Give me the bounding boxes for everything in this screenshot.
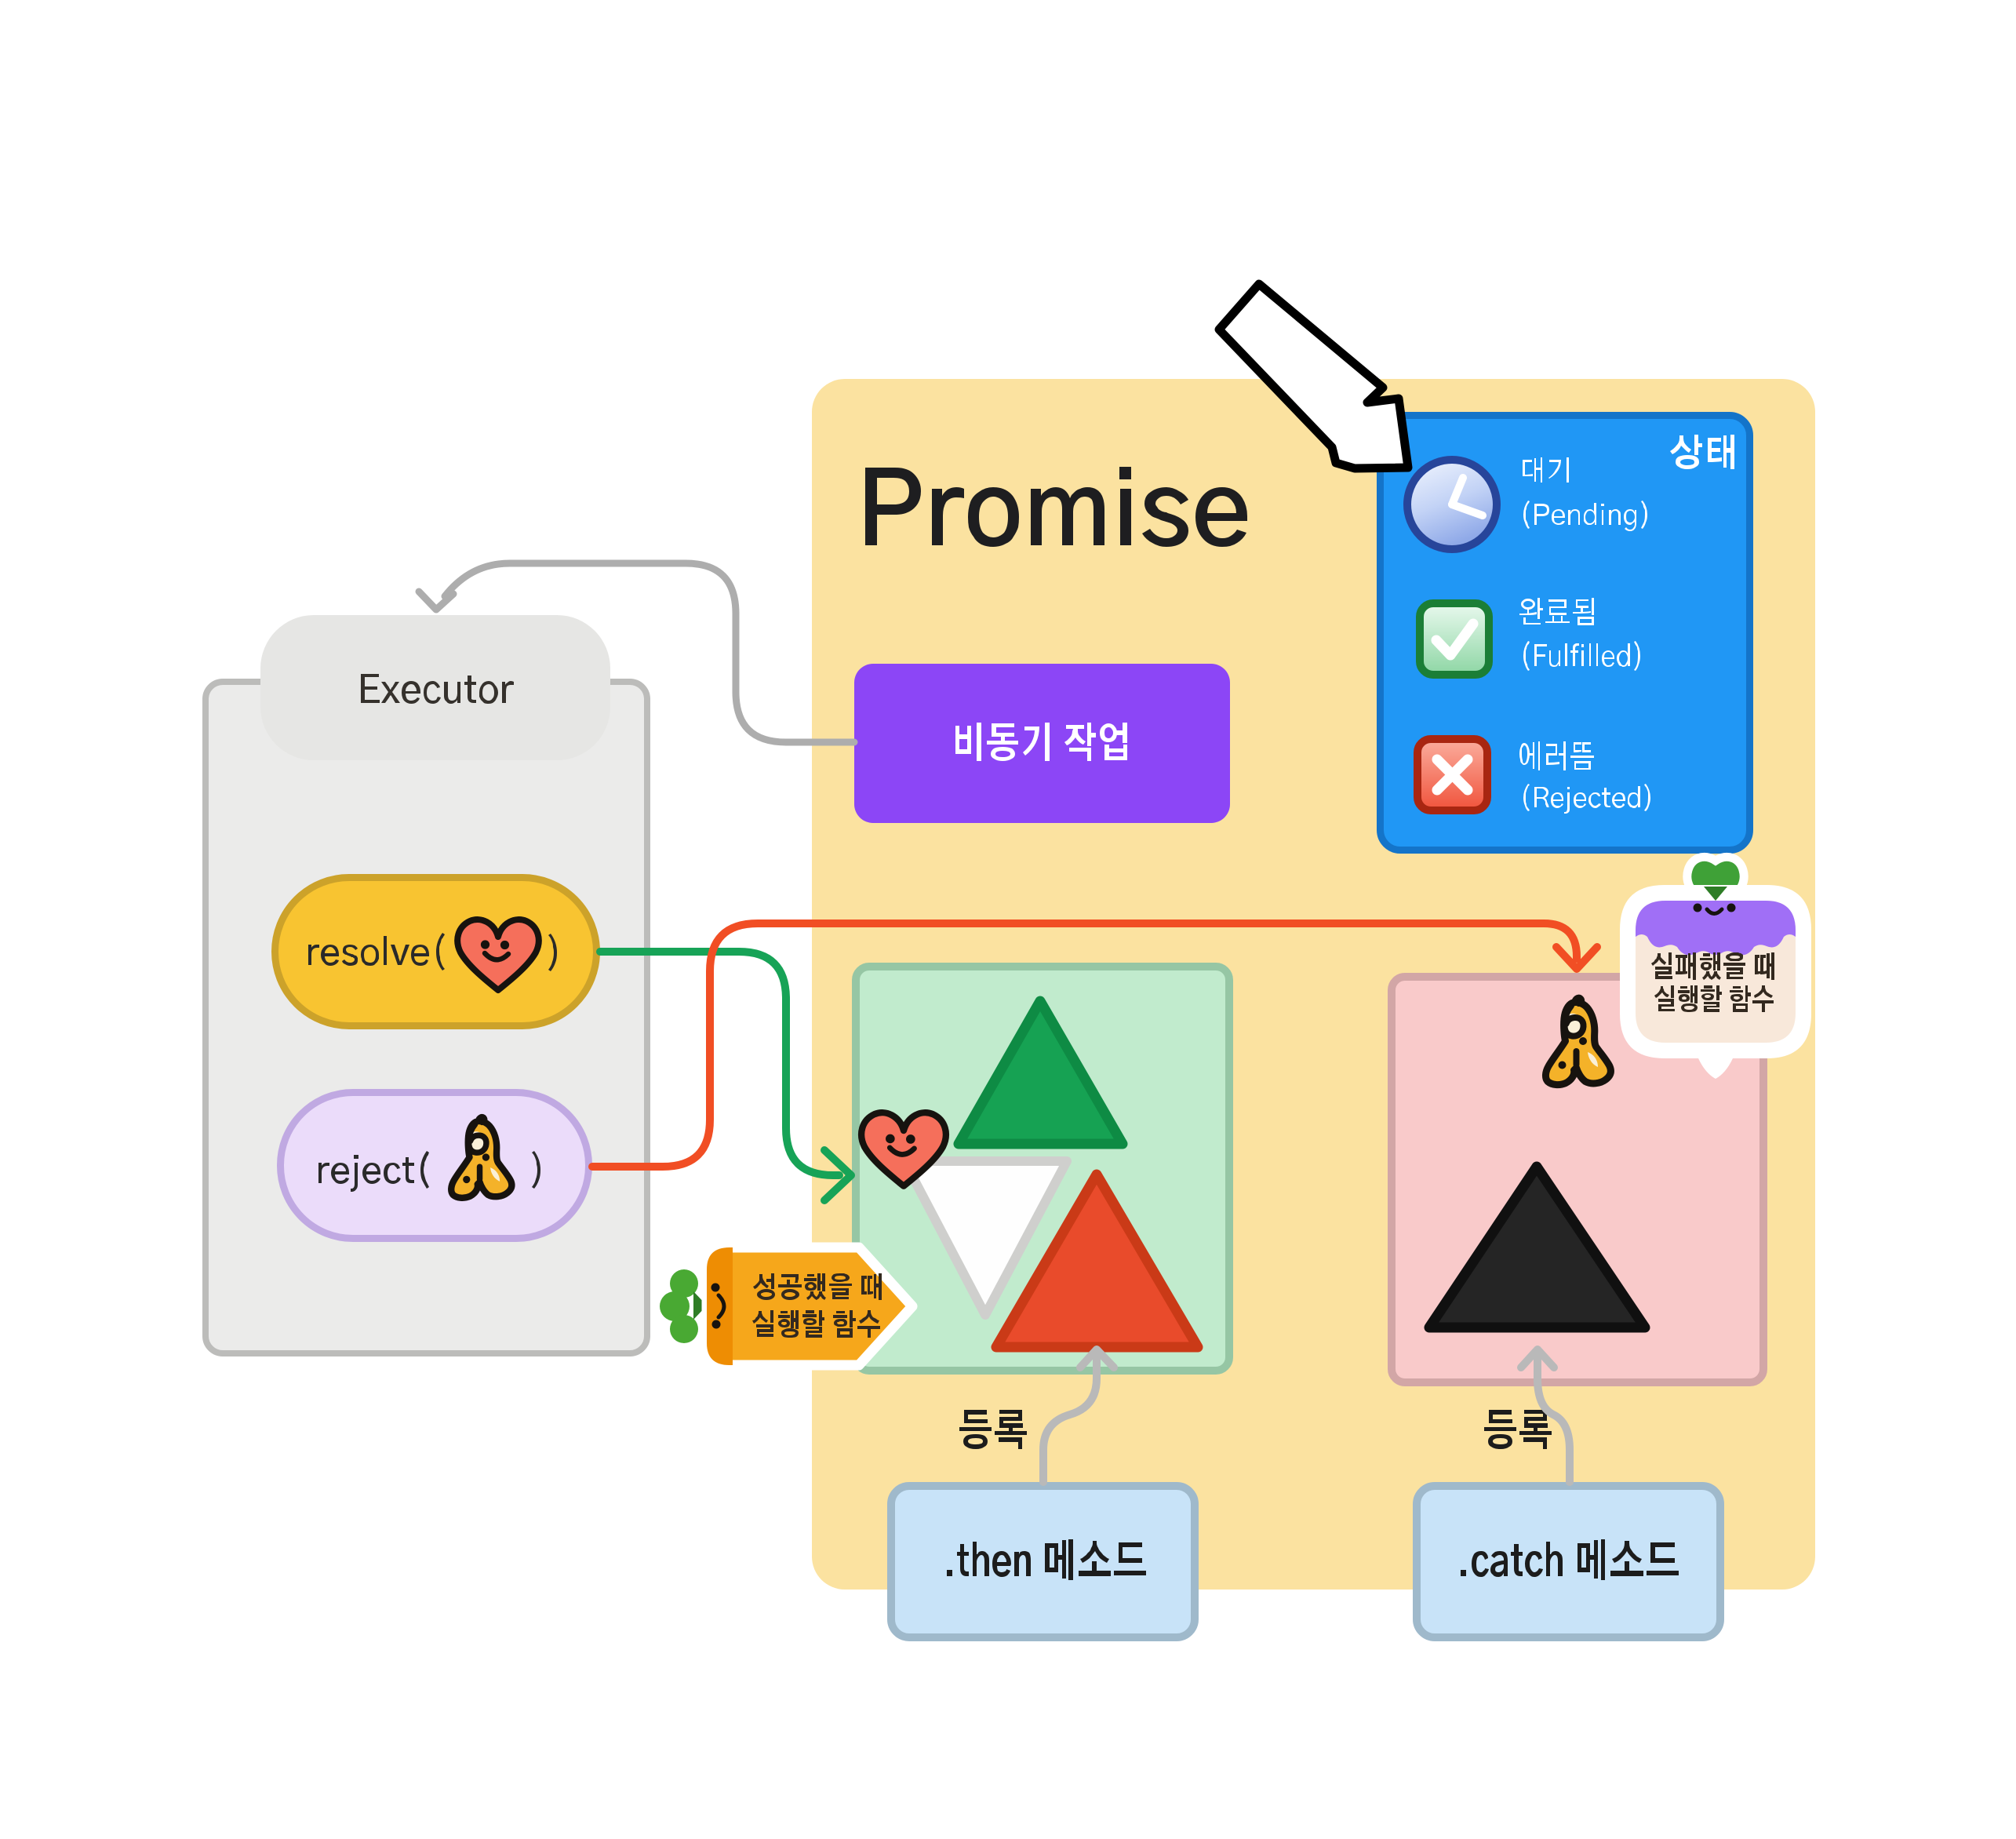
async-label-glyphs (955, 723, 1127, 761)
register-catch-glyphs (1484, 1410, 1552, 1449)
cross-icon (1414, 735, 1491, 814)
pending-sublabel-glyphs (1523, 501, 1647, 531)
executor-title-text: Executor (260, 615, 261, 616)
then-method-button[interactable]: .then 메소드 (887, 1482, 1199, 1641)
success-callout: 성공했을 때 실행할 함수 (643, 1232, 933, 1389)
state-item-rejected: 에러뜸 (Rejected) (1519, 741, 1661, 828)
resolve-close-glyphs (548, 934, 557, 971)
reject-close-glyphs (532, 1151, 540, 1189)
async-task-label (955, 723, 1136, 770)
async-task-button[interactable]: 비동기 작업 (854, 664, 1230, 823)
failure-callout: 실패했을 때 실행할 함수 (1600, 843, 1836, 1094)
resolve-label (308, 933, 575, 980)
executor-title-glyphs (361, 674, 514, 704)
resolve-heart-icon (454, 916, 542, 993)
fulfilled-sublabel-glyphs (1523, 641, 1640, 671)
banana-peel-reject (448, 1113, 515, 1201)
radish-face (1693, 903, 1736, 916)
register-label-then: 등록 (959, 1410, 1038, 1457)
highlight-arrow (1214, 279, 1413, 473)
then-button-label (947, 1539, 1159, 1586)
check-icon (1416, 599, 1493, 679)
state-item-pending: 대기 (Pending) (1519, 457, 1661, 544)
fulfilled-label-glyphs (1519, 598, 1594, 625)
reject-open-glyphs (318, 1151, 429, 1192)
then-button-text: .then 메소드 (895, 1490, 896, 1491)
promise-title: Promise (865, 467, 1257, 561)
pending-label-glyphs (1523, 457, 1569, 483)
failure-bubble-purple (1636, 901, 1796, 956)
async-return-arrowhead (415, 588, 457, 614)
carrot-character (660, 1269, 707, 1343)
carrot-shade (707, 1247, 733, 1365)
executor-title (361, 674, 533, 713)
black-triangle (1424, 1161, 1650, 1333)
register-then-glyphs (959, 1410, 1027, 1449)
clock-icon (1403, 456, 1501, 553)
failure-line2-glyphs (1654, 985, 1774, 1012)
state-title-glyphs (1670, 435, 1734, 469)
state-item-fulfilled: 완료됨 (Fulfilled) (1519, 598, 1661, 684)
success-line1-glyphs (753, 1273, 882, 1300)
reject-label (318, 1122, 570, 1216)
then-label-glyphs (947, 1539, 1146, 1580)
promise-title-glyphs (865, 467, 1247, 547)
register-label-catch: 등록 (1484, 1410, 1563, 1457)
success-line2-glyphs (752, 1310, 880, 1338)
rejected-label-glyphs (1519, 741, 1594, 770)
success-bubble (701, 1242, 918, 1371)
reject-banana-icon (448, 1113, 515, 1201)
carrot-face (711, 1283, 726, 1329)
failure-line1-glyphs (1651, 952, 1774, 980)
catch-button-label (1461, 1539, 1688, 1586)
radish-leaf-shade (1704, 887, 1727, 901)
rejected-sublabel-glyphs (1523, 784, 1650, 814)
catch-label-glyphs (1461, 1539, 1679, 1580)
state-panel-title (1670, 435, 1749, 482)
heart-smiley-resolve (454, 916, 542, 993)
green-triangle (953, 996, 1128, 1149)
resolve-open-glyphs (308, 933, 445, 970)
